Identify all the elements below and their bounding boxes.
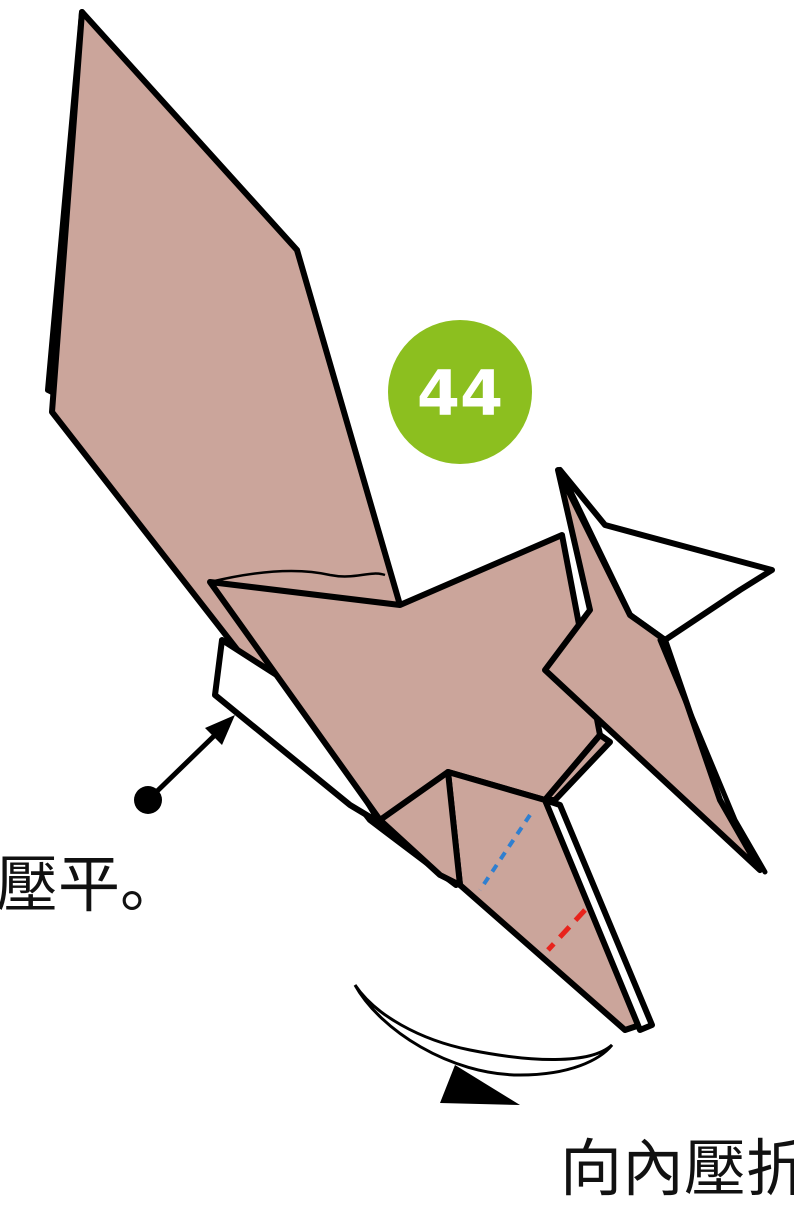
- inside-reverse-fold-caption: 向內壓折: [560, 1132, 794, 1205]
- push-arrow-head: [205, 715, 235, 745]
- flatten-caption: 壓平。: [0, 848, 182, 921]
- inside-reverse-fold-arrow: [353, 984, 614, 1105]
- ear-edge: [657, 637, 768, 875]
- small-fold: [542, 732, 613, 803]
- valley-fold-line: [478, 813, 532, 892]
- step-number: 44: [417, 357, 503, 430]
- push-arrow-shaft: [146, 733, 217, 802]
- curve-arrow-head: [440, 1065, 520, 1105]
- chest-flap: [377, 769, 463, 888]
- step-badge: 44: [388, 320, 532, 464]
- mountain-fold-line: [546, 908, 587, 952]
- front-leg: [445, 769, 643, 1033]
- tail-crease: [209, 569, 386, 584]
- step-badge-circle: [388, 320, 532, 464]
- leg-white-strip: [542, 797, 655, 1033]
- curve-arrow-body: [353, 984, 614, 1077]
- push-arrow: [134, 715, 235, 814]
- ear-flap: [542, 467, 763, 873]
